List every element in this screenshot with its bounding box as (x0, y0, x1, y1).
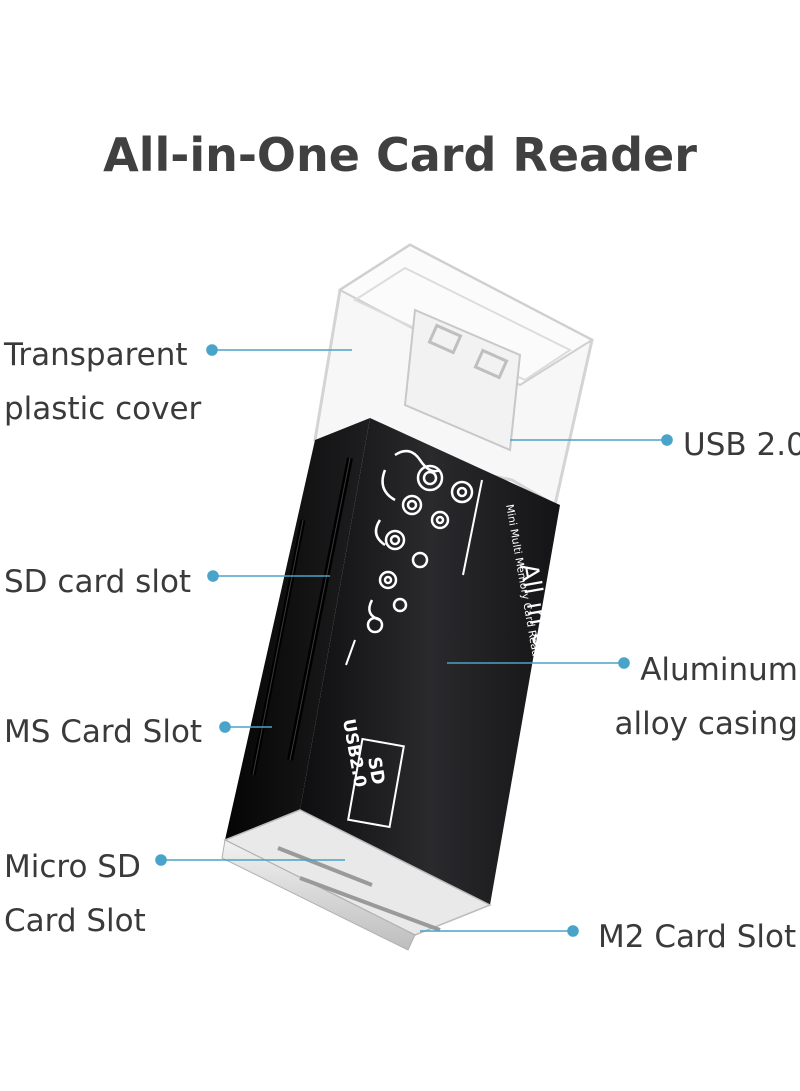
metal-end (221, 809, 492, 951)
label-sd-slot: SD card slot (4, 564, 192, 600)
sd-logo: SD (347, 737, 405, 829)
label-usb: USB 2.0 (683, 427, 800, 463)
label-ms-slot: MS Card Slot (4, 714, 203, 750)
label-m2-slot: M2 Card Slot (598, 919, 797, 955)
label-transparent-cover: Transparent plastic cover (4, 337, 202, 427)
label-micro-sd: Micro SD Card Slot (4, 849, 146, 939)
page-title: All-in-One Card Reader (103, 128, 697, 182)
reader-body-front (300, 418, 560, 905)
micro-sd-slot (277, 846, 373, 887)
swirl-decoration (345, 449, 483, 666)
m2-slot (299, 876, 441, 932)
svg-text:SD: SD (363, 755, 389, 786)
leader-lines (155, 344, 673, 937)
label-aluminum-casing: Aluminum alloy casing (614, 652, 798, 742)
